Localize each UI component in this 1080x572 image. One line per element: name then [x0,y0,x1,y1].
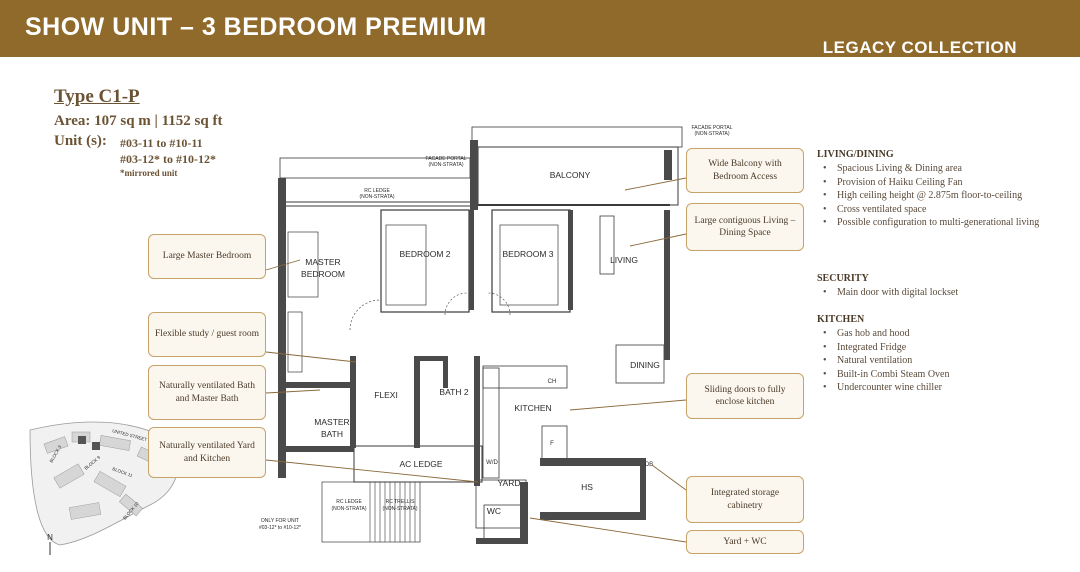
note-trellis-a: RC TRELLIS [386,499,415,505]
spec-kitchen: KITCHEN Gas hob and hood Integrated Frid… [817,314,1057,395]
mirrored-note: *mirrored unit [120,168,178,178]
door-swing-bed3 [487,292,511,316]
spec-living-item: High ceiling height @ 2.875m floor-to-ce… [817,189,1057,203]
callout-flexible-study: Flexible study / guest room [148,312,266,357]
collection-label: LEGACY COLLECTION [822,38,1017,57]
room-balcony: BALCONY [550,170,591,180]
structural-walls [278,140,672,544]
callout-yard-wc: Yard + WC [686,530,804,554]
spec-kitchen-item: Gas hob and hood [817,327,1057,341]
room-yard: YARD [498,478,521,488]
note-rc-top-b: (NON-STRATA) [359,194,394,200]
site-key-plan: N UNITED STREET BLOCK 3 BLOCK 9 BLOCK 11… [29,421,179,555]
bed-2 [385,224,427,306]
spec-security-title: SECURITY [817,273,869,284]
label-ch: CH [548,379,557,385]
header-banner: SHOW UNIT – 3 BEDROOM PREMIUM LEGACY COL… [0,0,1080,57]
callout-wide-balcony: Wide Balcony with Bedroom Access [686,148,804,193]
master-wardrobe [287,311,303,373]
unit-type: Type C1-P [54,86,140,107]
label-db: DB [645,462,653,468]
spec-living-dining: LIVING/DINING Spacious Living & Dining a… [817,149,1057,230]
room-kitchen: KITCHEN [514,403,551,413]
label-f: F [550,441,554,447]
room-wc: WC [487,506,501,516]
note-rc-bot-b: (NON-STRATA) [331,506,366,512]
facade-portal-right [471,126,683,148]
room-bath-2: BATH 2 [439,387,468,397]
north-label: N [47,533,53,542]
note-facade-1a: FACADE PORTAL [692,125,733,131]
spec-living-item: Provision of Haiku Ceiling Fan [817,176,1057,190]
note-rc-bot-a: RC LEDGE [336,499,362,505]
callout-master-bedroom: Large Master Bedroom [148,234,266,279]
spec-living-title: LIVING/DINING [817,149,894,160]
unit-range-2: #03-12* to #10-12* [120,152,216,166]
door-swing-master [349,299,381,331]
spec-kitchen-item: Natural ventilation [817,354,1057,368]
rc-ledge-bottom [321,481,421,543]
note-rc-top-a: RC LEDGE [364,188,390,194]
room-master-bath-1: MASTER [314,417,349,427]
room-ac-ledge: AC LEDGE [400,459,443,469]
kitchen-counter-top [482,365,568,389]
room-bedroom-3: BEDROOM 3 [502,249,553,259]
units-label: Unit (s): [54,133,107,149]
note-facade-2a: FACADE PORTAL [426,156,467,162]
room-master-1: MASTER [305,257,340,267]
callout-leaders [265,177,687,543]
callout-ventilated-yard: Naturally ventilated Yard and Kitchen [148,427,266,478]
spec-kitchen-item: Integrated Fridge [817,341,1057,355]
spec-living-item: Spacious Living & Dining area [817,162,1057,176]
kitchen-counter-left [482,367,500,479]
bed-3 [499,224,559,306]
spec-kitchen-title: KITCHEN [817,314,865,325]
spec-security-item: Main door with digital lockset [817,286,1057,300]
room-bedroom-2: BEDROOM 2 [399,249,450,259]
room-master-bath-2: BATH [321,429,343,439]
unit-range-1: #03-11 to #10-11 [120,136,203,150]
spec-security: SECURITY Main door with digital lockset [817,273,1057,300]
label-wd: W/D [486,460,498,466]
callout-storage: Integrated storage cabinetry [686,476,804,523]
unit-area: Area: 107 sq m | 1152 sq ft [54,113,223,129]
room-flexi: FLEXI [374,390,398,400]
dining-table [615,344,665,384]
note-trellis-b: (NON-STRATA) [382,506,417,512]
rc-trellis [369,482,416,542]
spec-living-item: Possible configuration to multi-generati… [817,216,1057,230]
bed-master [287,231,319,298]
fridge [541,425,568,461]
spec-living-item: Cross ventilated space [817,203,1057,217]
note-facade-2b: (NON-STRATA) [428,162,463,168]
callout-ventilated-bath: Naturally ventilated Bath and Master Bat… [148,365,266,420]
door-swing-bed2 [444,292,468,316]
room-master-2: BEDROOM [301,269,345,279]
room-dining: DINING [630,360,660,370]
spec-kitchen-item: Undercounter wine chiller [817,381,1057,395]
room-living: LIVING [610,255,638,265]
callout-living-dining: Large contiguous Living – Dining Space [686,203,804,251]
note-only-a: ONLY FOR UNIT [261,518,299,524]
note-only-b: #03-12* to #10-12* [259,525,301,531]
room-hs: HS [581,482,593,492]
living-sofa [599,215,615,275]
spec-kitchen-item: Built-in Combi Steam Oven [817,368,1057,382]
note-facade-1b: (NON-STRATA) [694,131,729,137]
page-title: SHOW UNIT – 3 BEDROOM PREMIUM [25,13,487,41]
callout-sliding-doors: Sliding doors to fully enclose kitchen [686,373,804,419]
